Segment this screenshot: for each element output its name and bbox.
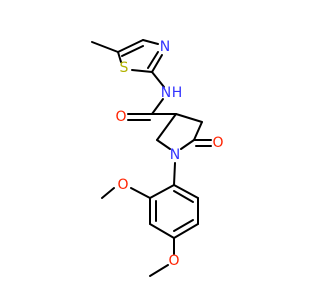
bond-n1-aryl [173,162,176,186]
molecule-structure: S N N H O N O O O [91,39,224,277]
atom-methoxy-oxygen-1: O [117,177,128,193]
atom-labels: S N N H O N O O O [115,39,223,269]
bond-c2-nh [151,71,165,88]
atom-amide-oxygen: O [115,109,126,125]
atom-pyrrolidine-nitrogen: N [170,147,180,163]
bond-ar-c4-c5-double [173,219,194,232]
bond-ar-c6-c1 [173,184,199,199]
bond-s1-c5 [117,51,122,63]
bond-c2-s1 [131,69,153,73]
atom-amide-hydrogen: H [172,85,183,101]
bond-ar-c1-c2 [149,184,175,199]
bond-ome2-me [149,264,169,277]
bond-methyl [91,41,119,53]
bond-ar-ome1 [130,187,151,199]
bond-n3-c2 [151,54,163,73]
bond-n3-c2-double [147,51,159,69]
atom-sulfur: S [120,60,129,76]
atom-amide-nitrogen: N [161,85,171,101]
bond-c4-n1 [156,139,171,150]
atom-thiazole-nitrogen: N [160,39,170,55]
bond-c3-c4 [156,113,177,141]
bond-c5-c4r [193,121,203,141]
bond-ar-c6-c1-double [173,190,194,203]
bond-c5-c4-double [121,45,144,57]
bond-ome1-me [101,187,115,199]
bond-n1-c5 [180,139,195,150]
atom-lactam-oxygen: O [212,135,223,151]
atom-methoxy-oxygen-2: O [168,253,179,269]
bonds [91,39,212,277]
bond-ar-c3-c4 [149,223,175,239]
bond-c4-n3 [142,39,159,45]
bond-c4r-c3 [175,113,203,123]
bond-ar-c4-c5 [173,223,199,239]
bond-c5-c4 [117,39,144,53]
bond-nh-carbonyl [151,98,164,115]
